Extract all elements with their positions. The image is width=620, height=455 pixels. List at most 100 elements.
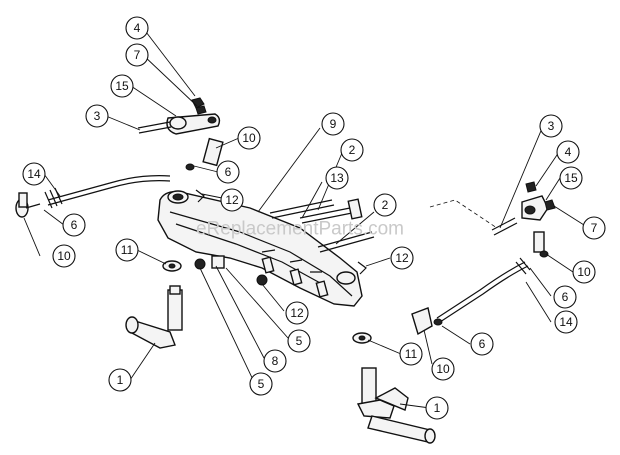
callout-7: 7: [125, 43, 149, 67]
callout-circle: [559, 166, 583, 190]
callout-label: 15: [115, 79, 129, 93]
callout-label: 12: [290, 306, 304, 320]
callout-2: 2: [373, 193, 397, 217]
callout-circle: [52, 244, 76, 268]
callout-circle: [553, 285, 577, 309]
callout-label: 2: [349, 143, 356, 157]
callout-label: 7: [591, 221, 598, 235]
callout-label: 9: [330, 117, 337, 131]
callout-circle: [539, 114, 563, 138]
callout-9: 9: [321, 112, 345, 136]
callout-11: 11: [115, 238, 139, 262]
callout-circle: [325, 166, 349, 190]
callout-label: 2: [382, 198, 389, 212]
callout-circle: [582, 216, 606, 240]
watermark: eReplacementParts.com: [196, 219, 404, 240]
callout-label: 4: [565, 145, 572, 159]
callout-14: 14: [22, 162, 46, 186]
callout-circle: [285, 301, 309, 325]
callout-circle: [62, 213, 86, 237]
callout-label: 5: [296, 334, 303, 348]
callout-11: 11: [399, 342, 423, 366]
callout-circle: [321, 112, 345, 136]
callout-15: 15: [559, 166, 583, 190]
callout-label: 11: [405, 347, 418, 361]
callout-label: 14: [559, 315, 573, 329]
callout-4: 4: [125, 16, 149, 40]
callout-label: 15: [564, 171, 578, 185]
callout-6: 6: [553, 285, 577, 309]
callout-13: 13: [325, 166, 349, 190]
callout-circle: [399, 342, 423, 366]
callout-12: 12: [390, 246, 414, 270]
callout-circle: [249, 372, 273, 396]
callout-label: 14: [27, 167, 41, 181]
callout-circle: [125, 43, 149, 67]
axle-bolts: [269, 198, 375, 253]
callout-label: 13: [330, 171, 344, 185]
callout-label: 5: [258, 377, 265, 391]
callout-14: 14: [554, 310, 578, 334]
front-axle: [157, 190, 363, 307]
callout-4: 4: [556, 140, 580, 164]
callout-10: 10: [237, 126, 261, 150]
callout-10: 10: [431, 357, 455, 381]
callout-circle: [22, 162, 46, 186]
callout-circle: [237, 126, 261, 150]
callout-label: 1: [117, 373, 124, 387]
callout-label: 10: [577, 265, 591, 279]
tie-rod-end-left-outer: [15, 192, 41, 218]
callout-circle: [115, 238, 139, 262]
grease-fitting-mid: [256, 274, 268, 286]
callout-circle: [108, 368, 132, 392]
callout-12: 12: [285, 301, 309, 325]
callout-label: 4: [134, 21, 141, 35]
callout-circle: [125, 16, 149, 40]
axle-centerline: [429, 199, 498, 229]
callout-label: 6: [225, 165, 232, 179]
callout-circle: [425, 396, 449, 420]
callout-5: 5: [287, 329, 311, 353]
callout-circle: [554, 310, 578, 334]
callout-label: 10: [242, 131, 256, 145]
callout-10: 10: [572, 260, 596, 284]
tie-rod-end-left-inner: [185, 137, 224, 171]
callout-circle: [216, 160, 240, 184]
callout-3: 3: [539, 114, 563, 138]
callout-circle: [85, 104, 109, 128]
tie-rod-end-right-inner: [533, 231, 549, 258]
callout-label: 7: [134, 48, 141, 62]
callout-circle: [572, 260, 596, 284]
callout-label: 3: [548, 119, 555, 133]
callout-circle: [390, 246, 414, 270]
callout-1: 1: [108, 368, 132, 392]
callout-circle: [431, 357, 455, 381]
grease-fitting-left: [195, 189, 205, 203]
callout-label: 12: [395, 251, 409, 265]
callout-label: 10: [57, 249, 71, 263]
callout-6: 6: [62, 213, 86, 237]
washer-left-hole: [168, 263, 176, 269]
steering-arm-right: [491, 181, 556, 236]
spindle-right: [356, 367, 436, 444]
callout-label: 8: [272, 354, 279, 368]
washer-right-hole: [358, 335, 366, 341]
callout-7: 7: [582, 216, 606, 240]
callout-1: 1: [425, 396, 449, 420]
callout-circle: [263, 349, 287, 373]
tie-rod-end-right-outer: [411, 307, 443, 336]
callout-label: 6: [71, 218, 78, 232]
callout-label: 12: [225, 193, 239, 207]
callout-circle: [220, 188, 244, 212]
callout-label: 6: [479, 337, 486, 351]
tie-rod-left: [44, 175, 171, 209]
callout-8: 8: [263, 349, 287, 373]
bushing-5: [194, 258, 206, 270]
callout-label: 1: [434, 401, 441, 415]
callout-3: 3: [85, 104, 109, 128]
callout-circle: [340, 138, 364, 162]
spindle-left: [125, 285, 183, 349]
callout-label: 3: [94, 109, 101, 123]
